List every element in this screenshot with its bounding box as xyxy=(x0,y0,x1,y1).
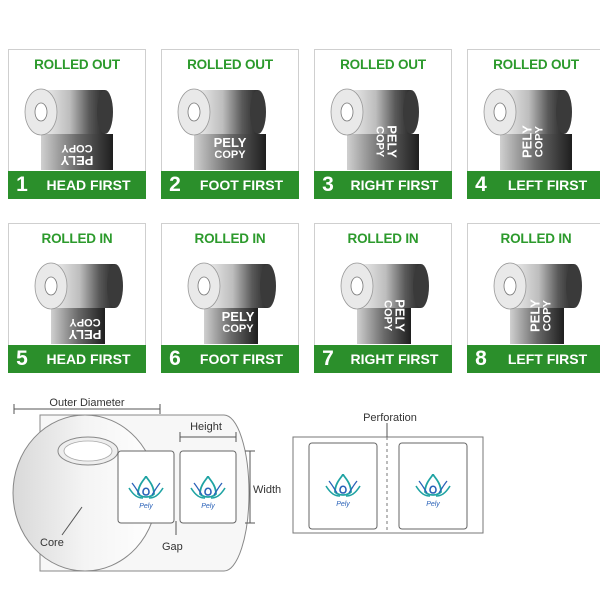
label-line-1: PELY xyxy=(68,327,102,343)
card-direction-label: HEAD FIRST xyxy=(46,177,131,193)
card-direction-label: RIGHT FIRST xyxy=(350,177,439,193)
card-title: ROLLED OUT xyxy=(340,57,426,72)
card-number: 1 xyxy=(16,173,28,196)
logo-text-2: Pely xyxy=(201,503,215,510)
width-label: Width xyxy=(253,484,281,496)
label-line-2: COPY xyxy=(381,300,394,332)
card-band: 5 HEAD FIRST xyxy=(8,345,146,373)
card-band: 8 LEFT FIRST xyxy=(467,345,600,373)
card-title: ROLLED IN xyxy=(194,231,266,246)
label-line-1: PELY xyxy=(213,135,247,150)
card-direction-label: FOOT FIRST xyxy=(199,177,284,193)
roll-illustration xyxy=(340,262,429,344)
logo-text-4: Pely xyxy=(426,501,440,508)
roll-illustration xyxy=(330,88,419,170)
label-line-1: PELY xyxy=(221,309,255,324)
roll-illustration xyxy=(177,88,266,170)
card-band: 1 HEAD FIRST xyxy=(8,171,146,199)
card-number: 5 xyxy=(16,347,28,370)
label-roll-diagram: Outer Diameter Pely Pely Height Width Co… xyxy=(12,397,484,572)
card-band: 3 RIGHT FIRST xyxy=(314,171,452,199)
label-line-2: COPY xyxy=(214,149,246,161)
card-title: ROLLED OUT xyxy=(493,57,579,72)
card-number: 4 xyxy=(475,173,487,196)
height-label: Height xyxy=(190,421,222,433)
card-direction-label: RIGHT FIRST xyxy=(350,351,439,367)
roll-label-1 xyxy=(117,450,175,524)
card-band: 7 RIGHT FIRST xyxy=(314,345,452,373)
card-number: 8 xyxy=(475,347,487,370)
logo-text-1: Pely xyxy=(139,503,153,510)
roll-illustration xyxy=(24,88,113,170)
card-band: 6 FOOT FIRST xyxy=(161,345,299,373)
card-number: 6 xyxy=(169,347,181,370)
label-line-2: COPY xyxy=(61,142,93,155)
card-direction-label: LEFT FIRST xyxy=(507,351,588,367)
label-line-1: PELY xyxy=(384,125,400,158)
perforation-label: Perforation xyxy=(363,412,417,424)
card-number: 7 xyxy=(322,347,334,370)
card-title: ROLLED OUT xyxy=(187,57,273,72)
card-direction-label: LEFT FIRST xyxy=(507,177,588,193)
card-band: 2 FOOT FIRST xyxy=(161,171,299,199)
card-number: 3 xyxy=(322,173,334,196)
roll-illustration xyxy=(483,88,572,170)
core-label: Core xyxy=(40,537,64,549)
logo-text-3: Pely xyxy=(336,501,350,508)
card-title: ROLLED IN xyxy=(41,231,113,246)
card-number: 2 xyxy=(169,173,181,196)
label-line-1: PELY xyxy=(527,299,543,332)
label-line-1: PELY xyxy=(60,153,94,169)
card-title: ROLLED IN xyxy=(347,231,419,246)
label-line-2: COPY xyxy=(541,300,554,332)
card-title: ROLLED OUT xyxy=(34,57,120,72)
card-direction-label: HEAD FIRST xyxy=(46,351,131,367)
label-line-1: PELY xyxy=(519,125,535,158)
gap-label: Gap xyxy=(162,541,183,553)
label-line-2: COPY xyxy=(533,126,546,158)
card-direction-label: FOOT FIRST xyxy=(199,351,284,367)
label-line-2: COPY xyxy=(373,126,386,158)
label-line-2: COPY xyxy=(69,316,101,329)
card-band: 4 LEFT FIRST xyxy=(467,171,600,199)
label-line-1: PELY xyxy=(392,299,408,332)
roll-illustration xyxy=(34,262,123,344)
outer-diameter-label: Outer Diameter xyxy=(49,397,125,409)
label-line-2: COPY xyxy=(222,323,254,335)
roll-illustration xyxy=(493,262,582,344)
card-title: ROLLED IN xyxy=(500,231,572,246)
roll-illustration xyxy=(187,262,276,344)
roll-label-2 xyxy=(179,450,237,524)
